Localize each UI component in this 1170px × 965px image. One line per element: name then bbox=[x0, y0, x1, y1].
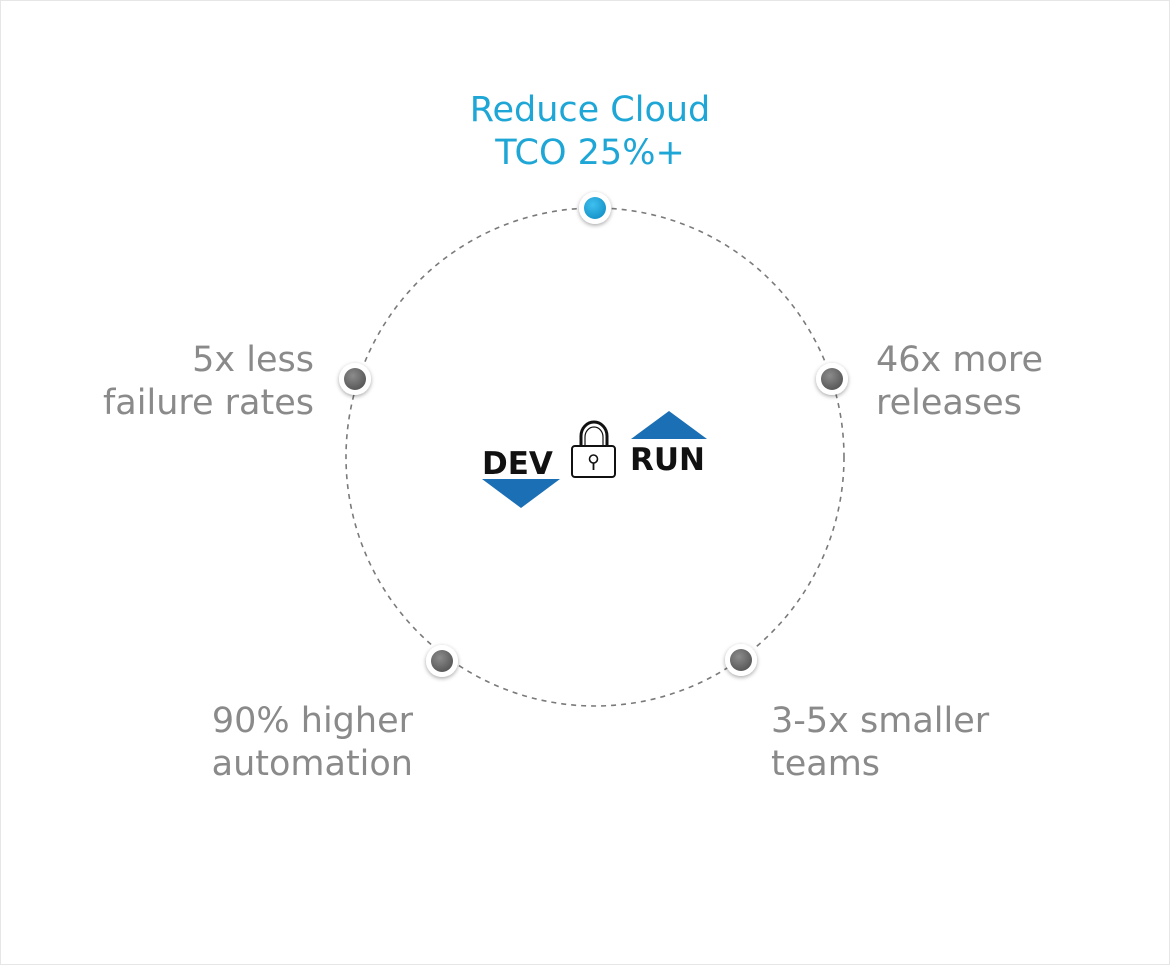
node-top-line2: TCO 25%+ bbox=[495, 133, 685, 173]
node-left-line2: failure rates bbox=[102, 383, 314, 423]
node-right-dot bbox=[816, 363, 848, 395]
node-bottom-right-dot bbox=[725, 644, 757, 676]
node-right-line2: releases bbox=[876, 383, 1022, 423]
node-bottom-left-label: 90% higher automation bbox=[212, 700, 413, 786]
node-top-label: Reduce Cloud TCO 25%+ bbox=[390, 89, 790, 175]
logo-run-word: RUN bbox=[630, 442, 705, 478]
node-left-dot bbox=[339, 363, 371, 395]
node-bottom-left-line1: 90% higher bbox=[211, 701, 413, 741]
padlock-icon bbox=[571, 420, 616, 478]
logo-dev-word: DEV bbox=[482, 446, 553, 482]
node-bottom-right-label: 3-5x smaller teams bbox=[771, 700, 989, 786]
node-top-line1: Reduce Cloud bbox=[469, 90, 711, 130]
node-left-label: 5x less failure rates bbox=[103, 339, 314, 425]
node-bottom-left-dot bbox=[426, 645, 458, 677]
node-right-label: 46x more releases bbox=[876, 339, 1043, 425]
run-up-arrow-icon bbox=[631, 411, 707, 439]
dev-down-arrow-icon bbox=[482, 479, 560, 508]
node-bottom-right-line1: 3-5x smaller bbox=[771, 701, 990, 741]
devrun-logo: DEV RUN bbox=[482, 411, 707, 508]
node-bottom-right-line2: teams bbox=[771, 744, 881, 784]
node-left-line1: 5x less bbox=[192, 340, 314, 380]
node-bottom-left-line2: automation bbox=[211, 744, 413, 784]
node-right-line1: 46x more bbox=[876, 340, 1044, 380]
node-top-dot bbox=[579, 192, 611, 224]
